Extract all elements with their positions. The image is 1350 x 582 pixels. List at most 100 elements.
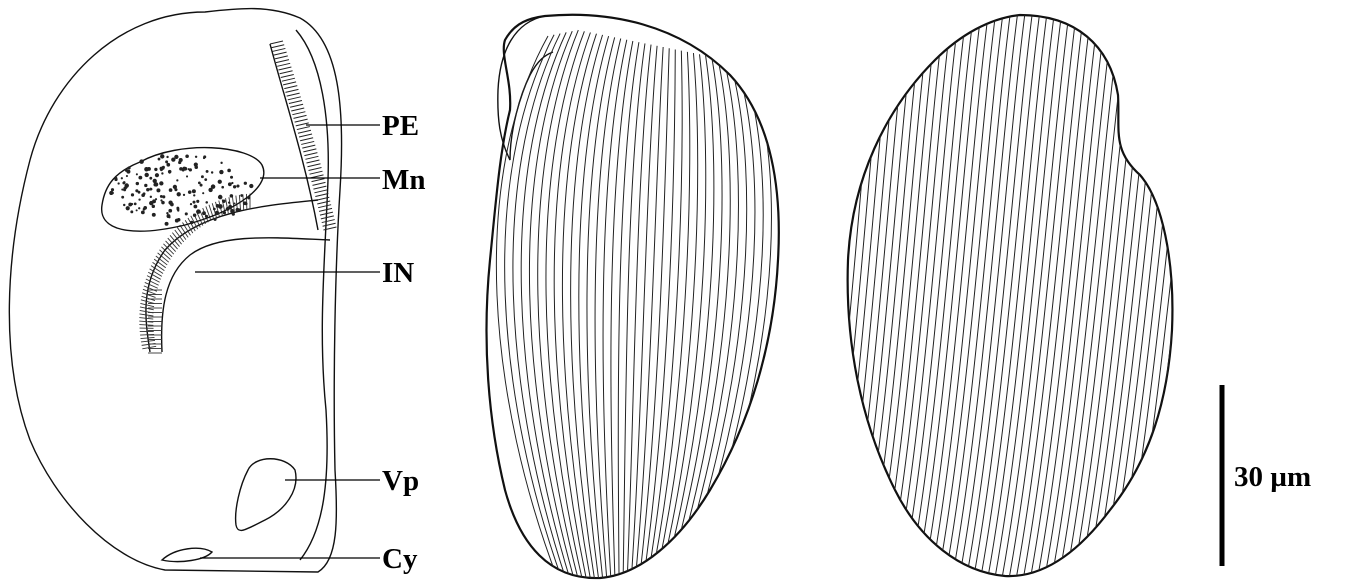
stipple-dot — [143, 206, 147, 210]
kinety-line — [836, 0, 902, 582]
stipple-dot — [122, 182, 125, 185]
stipple-dot — [141, 211, 145, 215]
stipple-dot — [117, 182, 119, 184]
kinety-line — [1128, 0, 1203, 582]
kinety-line — [843, 0, 909, 582]
stipple-dot — [168, 216, 170, 218]
stipple-dot — [111, 192, 114, 195]
ventral-kineties — [496, 30, 771, 582]
label-mn: Mn — [382, 164, 426, 196]
stipple-dot — [211, 184, 216, 189]
cilium-stroke — [283, 82, 296, 85]
cilium-stroke — [303, 149, 316, 152]
stipple-dot — [125, 169, 128, 172]
cilium-stroke — [272, 48, 285, 51]
ventral-cell-outline — [486, 15, 778, 578]
stipple-dot — [168, 209, 172, 213]
stipple-dot — [249, 184, 253, 188]
contractile-vacuole-pore — [236, 459, 296, 531]
cilium-stroke — [295, 119, 308, 122]
stipple-dot — [218, 195, 223, 200]
stipple-dot — [176, 207, 179, 210]
cilium-stroke — [292, 112, 305, 115]
stipple-dot — [149, 188, 152, 191]
kinety-line — [595, 39, 621, 582]
kinety-line — [554, 32, 590, 582]
stipple-dot — [161, 201, 164, 204]
stipple-dot — [160, 195, 163, 198]
stipple-dot — [126, 175, 128, 177]
stipple-dot — [156, 188, 160, 192]
band-hatch — [141, 337, 155, 338]
kinety-line — [858, 0, 924, 582]
cell-outline — [9, 9, 341, 572]
stipple-dot — [123, 204, 125, 206]
stipple-dot — [226, 207, 230, 211]
cilium-stroke — [314, 190, 327, 193]
stipple-dot — [190, 221, 193, 224]
cilium-stroke — [310, 171, 323, 174]
cilium-stroke — [275, 56, 288, 59]
stipple-dot — [220, 162, 222, 164]
stipple-dot — [230, 194, 234, 198]
stipple-dot — [234, 203, 236, 205]
cilium-stroke — [300, 138, 313, 141]
kinety-line — [879, 0, 946, 582]
stipple-dot — [134, 203, 137, 206]
stipple-dot — [218, 204, 223, 209]
kinety-line — [1028, 0, 1100, 582]
label-vp: Vp — [382, 465, 419, 497]
kinety-line — [893, 0, 960, 582]
cilium-stroke — [294, 115, 307, 118]
stipple-dot — [215, 211, 219, 215]
stipple-dot — [186, 175, 188, 177]
kinety-line — [513, 34, 568, 582]
stipple-dot — [230, 209, 234, 213]
stipple-dot — [121, 177, 123, 179]
cilium-stroke — [280, 71, 293, 74]
stipple-dot — [222, 200, 225, 203]
stipple-dot — [219, 170, 223, 174]
cilium-stroke — [311, 179, 324, 182]
cilium-stroke — [313, 186, 326, 189]
stipple-dot — [138, 176, 142, 180]
stipple-dot — [144, 173, 148, 177]
stipple-dot — [136, 209, 138, 211]
stipple-dot — [160, 169, 163, 172]
stipple-dot — [192, 189, 196, 193]
stipple-dot — [182, 167, 186, 171]
stipple-dot — [130, 210, 133, 213]
cilium-stroke — [288, 97, 301, 100]
stipple-dot — [227, 169, 231, 173]
cilium-stroke — [307, 164, 320, 167]
stipple-dot — [175, 219, 179, 223]
band-hatch — [158, 253, 169, 262]
stipple-dot — [244, 182, 247, 185]
stipple-dot — [178, 161, 181, 164]
kinety-line — [603, 40, 627, 582]
cilium-stroke — [315, 194, 328, 197]
stipple-dot — [243, 201, 247, 205]
cilium-stroke — [299, 134, 312, 137]
stipple-dot — [166, 156, 168, 158]
stipple-dot — [127, 166, 130, 169]
cilium-stroke — [306, 160, 319, 163]
cilium-stroke — [318, 205, 331, 208]
stipple-dot — [202, 192, 204, 194]
cilium-stroke — [271, 45, 284, 48]
stipple-dot — [111, 188, 114, 191]
scale-bar-label: 30 µm — [1234, 461, 1311, 493]
stipple-dot — [139, 159, 144, 164]
band-hatch — [146, 279, 159, 285]
cilium-stroke — [282, 78, 295, 81]
stipple-dot — [228, 182, 232, 186]
stipple-dot — [193, 194, 195, 196]
cilium-stroke — [321, 216, 334, 219]
stipple-dot — [206, 170, 209, 173]
stipple-dot — [126, 206, 130, 210]
band-hatch — [172, 233, 181, 245]
stipple-dot — [149, 177, 152, 180]
stipple-dot — [166, 212, 168, 214]
